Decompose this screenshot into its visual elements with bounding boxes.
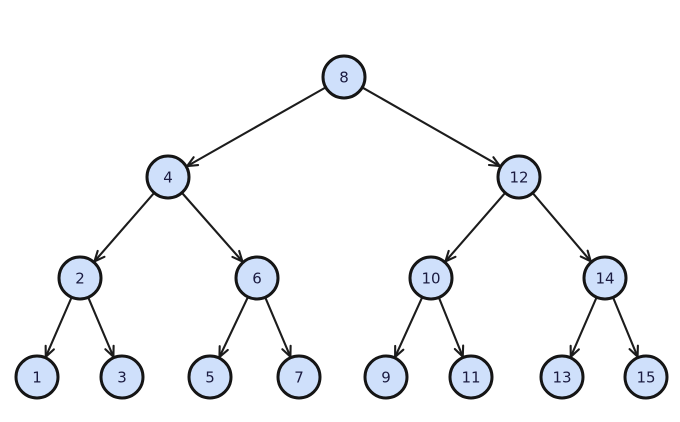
tree-edge <box>611 296 639 358</box>
tree-node[interactable]: 8 <box>321 54 367 100</box>
edge-line <box>44 296 73 358</box>
node-circle[interactable] <box>496 154 542 200</box>
node-circle[interactable] <box>99 354 145 400</box>
tree-node[interactable]: 10 <box>408 255 454 301</box>
tree-node[interactable]: 13 <box>539 354 585 400</box>
node-circle[interactable] <box>234 255 280 301</box>
tree-edge <box>87 296 115 358</box>
edges-layer <box>44 86 639 359</box>
tree-node[interactable]: 11 <box>448 354 494 400</box>
edge-line <box>361 86 501 168</box>
tree-node[interactable]: 7 <box>276 354 322 400</box>
edge-line <box>437 296 464 358</box>
node-circle[interactable] <box>539 354 585 400</box>
node-circle[interactable] <box>448 354 494 400</box>
tree-edge <box>180 191 244 263</box>
node-circle[interactable] <box>187 354 233 400</box>
tree-node[interactable]: 5 <box>187 354 233 400</box>
edge-line <box>264 296 292 358</box>
tree-edge <box>444 191 507 263</box>
tree-edge <box>531 191 592 263</box>
edge-line <box>218 295 250 359</box>
node-circle[interactable] <box>363 354 409 400</box>
node-circle[interactable] <box>582 255 628 301</box>
tree-node[interactable]: 4 <box>145 154 191 200</box>
node-circle[interactable] <box>14 354 60 400</box>
tree-node[interactable]: 9 <box>363 354 409 400</box>
node-circle[interactable] <box>57 255 103 301</box>
tree-edge <box>264 296 292 358</box>
tree-edge <box>394 296 424 359</box>
tree-node[interactable]: 15 <box>623 354 669 400</box>
edge-line <box>186 86 327 168</box>
tree-edge <box>44 296 73 358</box>
edge-line <box>531 191 592 263</box>
tree-node[interactable]: 2 <box>57 255 103 301</box>
edge-line <box>180 191 244 263</box>
node-circle[interactable] <box>145 154 191 200</box>
edge-line <box>87 296 115 358</box>
node-circle[interactable] <box>623 354 669 400</box>
edge-line <box>394 296 424 359</box>
edge-line <box>93 191 156 263</box>
tree-edge <box>437 296 465 358</box>
node-circle[interactable] <box>408 255 454 301</box>
tree-edge <box>93 191 156 263</box>
edge-line <box>444 191 507 263</box>
tree-edge <box>218 295 250 359</box>
node-circle[interactable] <box>321 54 367 100</box>
edge-line <box>611 296 639 358</box>
edge-line <box>569 296 598 358</box>
tree-node[interactable]: 6 <box>234 255 280 301</box>
tree-edge <box>361 86 501 168</box>
tree-node[interactable]: 14 <box>582 255 628 301</box>
tree-edge <box>186 86 327 168</box>
tree-node[interactable]: 3 <box>99 354 145 400</box>
tree-node[interactable]: 1 <box>14 354 60 400</box>
tree-edge <box>569 296 598 358</box>
tree-node[interactable]: 12 <box>496 154 542 200</box>
node-circle[interactable] <box>276 354 322 400</box>
